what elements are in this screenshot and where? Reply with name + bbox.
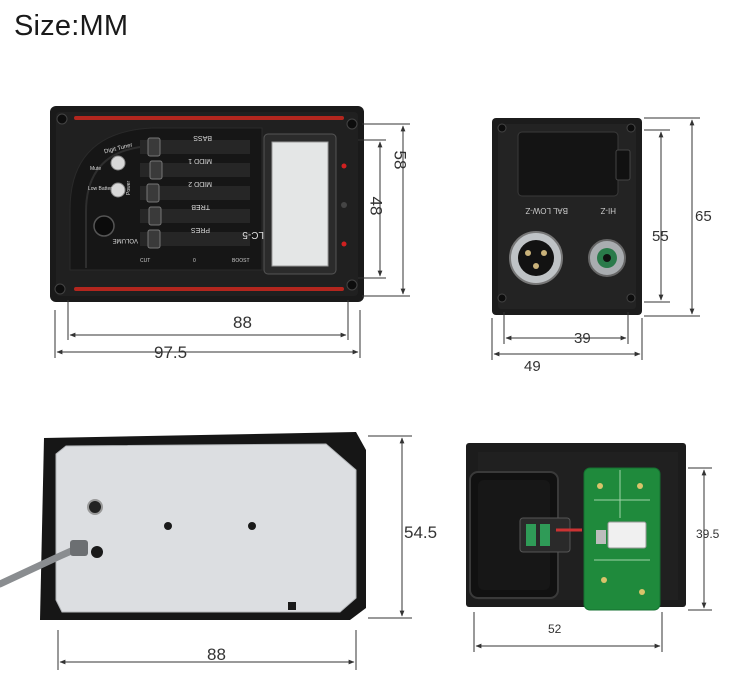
front-outer-height-label: 58 xyxy=(390,150,410,170)
front-view xyxy=(50,106,364,302)
slider-label-midd1: MIDD 1 xyxy=(188,157,212,164)
port-label-balanced: BAL LOW-Z xyxy=(525,206,568,215)
front-dimensions xyxy=(54,123,410,358)
back-width-label: 88 xyxy=(207,645,226,664)
scale-boost: BOOST xyxy=(232,258,250,264)
front-inner-width-label: 88 xyxy=(233,313,252,332)
slider-label-midd2: MIDD 2 xyxy=(188,180,212,187)
slider-label-treb: TREB xyxy=(191,203,210,210)
back-dimensions xyxy=(57,435,412,670)
side-view xyxy=(492,118,642,315)
side-outer-width-label: 49 xyxy=(524,358,541,375)
back-view xyxy=(0,432,366,620)
slider-bank xyxy=(140,137,250,249)
scale-cut: CUT xyxy=(140,258,150,264)
power-label: Power xyxy=(126,180,132,195)
side-dimensions xyxy=(491,117,700,360)
mute-label: Mute xyxy=(90,166,101,172)
front-outer-width-label: 97.5 xyxy=(154,343,188,362)
port-label-hiz: HI-Z xyxy=(600,206,616,215)
slider-label-bass: BASS xyxy=(193,134,212,141)
front-inner-height-label: 48 xyxy=(366,196,386,216)
bottom-red-strip xyxy=(74,287,344,291)
model-label: LC-5 xyxy=(242,229,264,240)
open-width-label: 52 xyxy=(548,622,562,636)
side-outer-height-label: 65 xyxy=(695,208,712,225)
open-dimensions xyxy=(473,467,712,652)
slider-label-pres: PRES xyxy=(191,226,210,233)
open-height-label: 39.5 xyxy=(696,527,720,541)
volume-label: VOLUME xyxy=(113,237,138,243)
scale-zero: 0 xyxy=(193,258,196,264)
back-height-label: 54.5 xyxy=(404,523,438,542)
page-title: Size:MM xyxy=(14,10,129,42)
side-inner-width-label: 39 xyxy=(574,330,591,347)
low-battery-label: Low Battery xyxy=(88,186,115,192)
top-red-strip xyxy=(74,116,344,120)
open-view xyxy=(466,443,686,611)
side-inner-height-label: 55 xyxy=(652,228,669,245)
